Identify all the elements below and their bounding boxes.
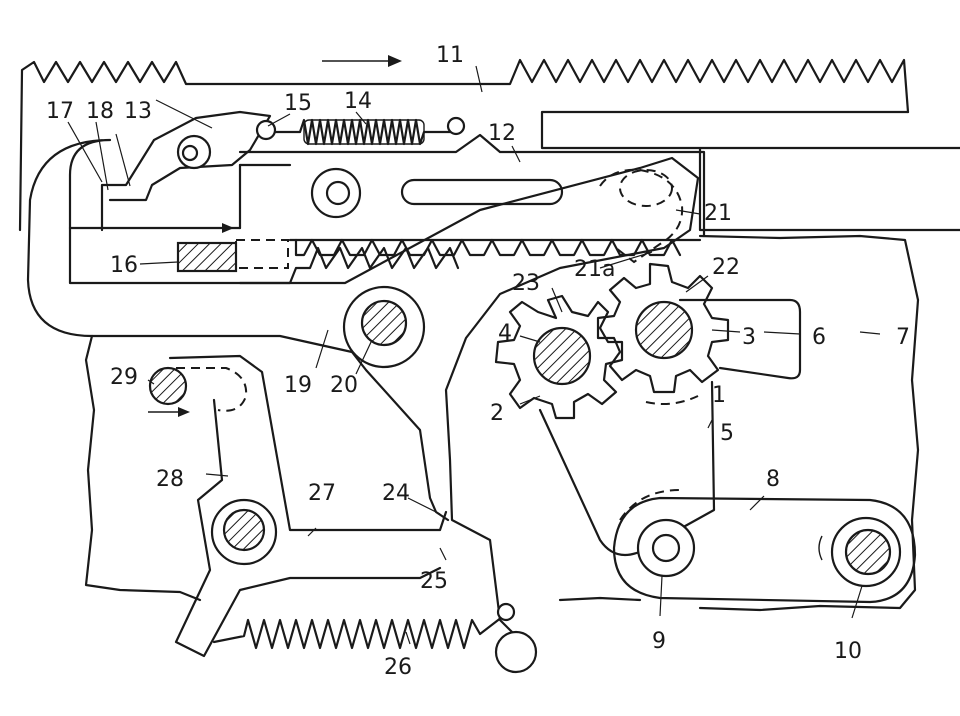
label-23: 23 [512,271,540,296]
spring-26-hook [496,602,516,622]
leaders [67,65,881,645]
label-4: 4 [498,321,512,346]
label-27: 27 [308,481,336,506]
arrow-29-head [178,407,190,417]
label-22: 22 [712,255,740,280]
pivot-13-pin [181,144,199,162]
link-8 [612,496,917,604]
label-6: 6 [812,325,826,350]
base-plate-7 [84,234,920,612]
pin-9 [651,533,681,563]
gear-22 [596,262,730,394]
label-12: 12 [488,121,516,146]
label-18: 18 [86,99,114,124]
arrow-16-head [222,223,234,233]
lever-19-frame [26,138,374,354]
motion-arrow-top-head [388,55,402,67]
spring-14 [270,118,458,146]
label-14: 14 [344,89,372,114]
label-29: 29 [110,365,138,390]
roller-29-dashed [176,367,248,412]
label-7: 7 [896,325,910,350]
label-13: 13 [124,99,152,124]
label-8: 8 [766,467,780,492]
label-17: 17 [46,99,74,124]
roller-21-dashed [619,169,673,207]
label-15: 15 [284,91,312,116]
label-21a: 21a [574,257,615,282]
label-16: 16 [110,253,138,278]
gear-2 [494,294,624,420]
label-19: 19 [284,373,312,398]
roller-29 [148,366,188,406]
slot-frame-12 [400,178,564,206]
shaft-4 [532,326,592,386]
spring-14-hook-right [446,116,466,136]
lever-6 [678,298,802,380]
pin-20 [360,299,408,347]
rack-11-slot [540,110,960,232]
pawl-13 [100,110,272,232]
label-1: 1 [712,383,726,408]
label-5: 5 [720,421,734,446]
label-28: 28 [156,467,184,492]
label-24: 24 [382,481,410,506]
lever-28 [168,354,448,658]
rotation-arrow-10 [818,535,823,561]
lever-19-arm [238,156,700,642]
spring-14-hook-left [255,119,277,141]
rotation-arrow-1 [645,395,699,405]
label-21: 21 [704,201,732,226]
pin-10 [844,528,892,576]
knob-19 [494,630,538,674]
spring-14-body [303,119,425,145]
rack-teeth-12 [294,238,682,257]
pivot-cross-12-pin [325,180,351,206]
block-16-dashed [235,239,289,269]
label-9: 9 [652,629,666,654]
spring-26 [212,612,508,650]
cam-21-dashed [599,168,684,264]
shaft-3 [634,300,694,360]
label-20: 20 [330,373,358,398]
label-2: 2 [490,401,504,426]
block-16 [176,241,238,273]
label-26: 26 [384,655,412,680]
rotation-arrow-9 [619,489,681,521]
label-11: 11 [436,43,464,68]
label-25: 25 [420,569,448,594]
rack-11 [18,58,910,232]
label-10: 10 [834,639,862,664]
pin-27 [222,508,266,552]
label-3: 3 [742,325,756,350]
